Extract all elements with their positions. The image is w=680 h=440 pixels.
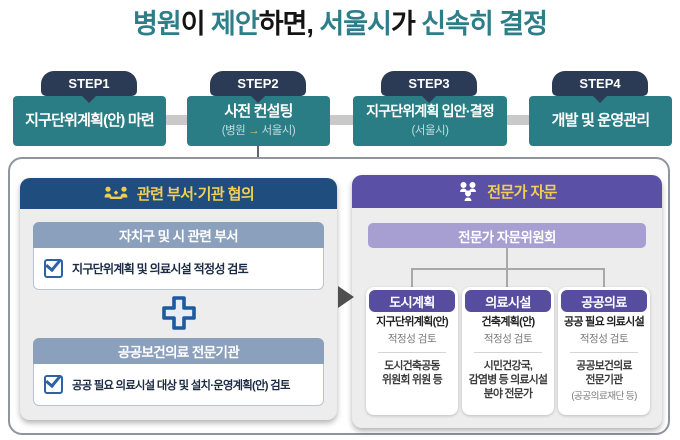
tab-notch — [251, 96, 265, 103]
step2-subtitle-text: 서울시) — [258, 125, 296, 138]
tree-connector — [506, 268, 508, 288]
urban-planning-column: 도시계획 지구단위계획(안) 적정성 검토 도시건축공동 위원회 위원 등 — [366, 287, 458, 415]
step1-tab-label: STEP1 — [68, 76, 110, 91]
page-title: 병원이 제안하면, 서울시가 신속히 결정 — [0, 2, 680, 41]
district-departments-box: 자치구 및 시 관련 부서 지구단위계획 및 의료시설 적정성 검토 — [33, 222, 324, 290]
title-segment: 병원 — [133, 9, 182, 39]
consultation-panel-header: 관련 부서·기관 협의 — [20, 178, 337, 209]
medical-facility-header: 의료시설 — [465, 290, 551, 312]
column-members-note: (공공의료재단 등) — [571, 390, 637, 402]
column-members: 도시건축공동 위원회 위원 등 — [382, 359, 443, 386]
column-members: 시민건강국, 감염병 등 의료시설 분야 전문가 — [468, 359, 548, 400]
checkbox-checked-icon — [44, 375, 63, 394]
title-segment: 하면, — [258, 9, 320, 39]
tab-notch — [82, 96, 96, 103]
district-departments-header: 자치구 및 시 관련 부서 — [33, 222, 324, 248]
column-review-label: 적정성 검토 — [579, 332, 629, 345]
column-divider — [378, 351, 446, 353]
experts-group-icon — [460, 182, 477, 201]
public-health-agency-box: 공공보건의료 전문기관 공공 필요 의료시설 대상 및 설치·운영계획(안) 검… — [33, 338, 324, 406]
panel-flow-arrow-icon — [338, 286, 354, 308]
step-connector — [507, 115, 529, 125]
consultation-panel-title: 관련 부서·기관 협의 — [136, 186, 255, 203]
medical-facility-column: 의료시설 건축계획(안) 적정성 검토 시민건강국, 감염병 등 의료시설 분야… — [462, 287, 554, 415]
step4-title: 개발 및 운영관리 — [551, 111, 651, 129]
step1-box: 지구단위계획(안) 마련 — [13, 96, 166, 146]
column-review-target: 공공 필요 의료시설 — [563, 316, 645, 328]
tree-connector — [506, 248, 508, 269]
title-segment: 신속히 결정 — [421, 9, 548, 39]
column-divider — [570, 351, 638, 353]
step4-box: 개발 및 운영관리 — [529, 96, 672, 146]
column-review-label: 적정성 검토 — [387, 332, 437, 345]
step4-tab-label: STEP4 — [579, 76, 621, 91]
public-health-agency-body: 공공 필요 의료시설 대상 및 설치·운영계획(안) 검토 — [33, 364, 324, 406]
expert-advice-panel: 전문가 자문 전문가 자문위원회 도시계획 지구단위계획(안) 적정성 검토 도… — [352, 175, 662, 428]
step3-tab: STEP3 — [381, 71, 477, 103]
step4-tab: STEP4 — [552, 71, 648, 103]
checkbox-checked-icon — [44, 259, 63, 278]
public-health-agency-header: 공공보건의료 전문기관 — [33, 338, 324, 364]
step1-tab: STEP1 — [41, 71, 137, 103]
step-connector — [330, 115, 353, 125]
step2-subtitle-text: (병원 — [221, 125, 248, 138]
step1-title: 지구단위계획(안) 마련 — [25, 111, 155, 129]
review-item-label: 지구단위계획 및 의료시설 적정성 검토 — [72, 262, 249, 276]
public-medical-column: 공공의료 공공 필요 의료시설 적정성 검토 공공보건의료 전문기관 (공공의료… — [558, 287, 650, 415]
urban-planning-header: 도시계획 — [369, 290, 455, 312]
tree-connector — [603, 268, 605, 288]
step-connector — [166, 115, 187, 125]
title-segment: 가 — [390, 9, 422, 39]
title-segment: 이 — [180, 9, 212, 39]
column-review-label: 적정성 검토 — [483, 332, 533, 345]
step3-subtitle: (서울시) — [411, 124, 449, 137]
step2-box: 사전 컨설팅 (병원 → 서울시) — [187, 96, 330, 146]
title-segment: 서울시 — [319, 9, 392, 39]
tree-connector — [411, 268, 605, 270]
tab-notch — [422, 96, 436, 103]
expert-advice-panel-header: 전문가 자문 — [352, 175, 662, 208]
public-medical-header: 공공의료 — [561, 290, 647, 312]
column-members: 공공보건의료 전문기관 — [576, 359, 632, 386]
step2-tab-label: STEP2 — [237, 76, 279, 91]
step3-box: 지구단위계획 입안·결정 (서울시) — [353, 96, 507, 146]
review-item-label: 공공 필요 의료시설 대상 및 설치·운영계획(안) 검토 — [72, 379, 290, 392]
district-departments-body: 지구단위계획 및 의료시설 적정성 검토 — [33, 248, 324, 290]
advisory-committee-bar: 전문가 자문위원회 — [368, 223, 646, 248]
consultation-panel: 관련 부서·기관 협의 자치구 및 시 관련 부서 지구단위계획 및 의료시설 … — [20, 178, 337, 420]
step2-drop-line — [257, 144, 259, 159]
column-review-target: 지구단위계획(안) — [376, 316, 449, 328]
step2-title: 사전 컨설팅 — [224, 102, 293, 120]
meeting-consultation-icon — [104, 186, 128, 199]
expert-advice-panel-title: 전문가 자문 — [487, 184, 557, 201]
plus-connector-icon — [161, 295, 197, 336]
step2-tab: STEP2 — [210, 71, 306, 103]
column-divider — [474, 351, 542, 353]
tree-connector — [411, 268, 413, 288]
column-review-target: 건축계획(안) — [481, 316, 535, 328]
title-segment: 제안 — [211, 9, 260, 39]
right-arrow-glyph: → — [247, 125, 260, 138]
step2-subtitle: (병원 → 서울시) — [221, 122, 296, 138]
step3-title: 지구단위계획 입안·결정 — [366, 103, 495, 120]
tab-notch — [593, 96, 607, 103]
step3-tab-label: STEP3 — [408, 76, 450, 91]
